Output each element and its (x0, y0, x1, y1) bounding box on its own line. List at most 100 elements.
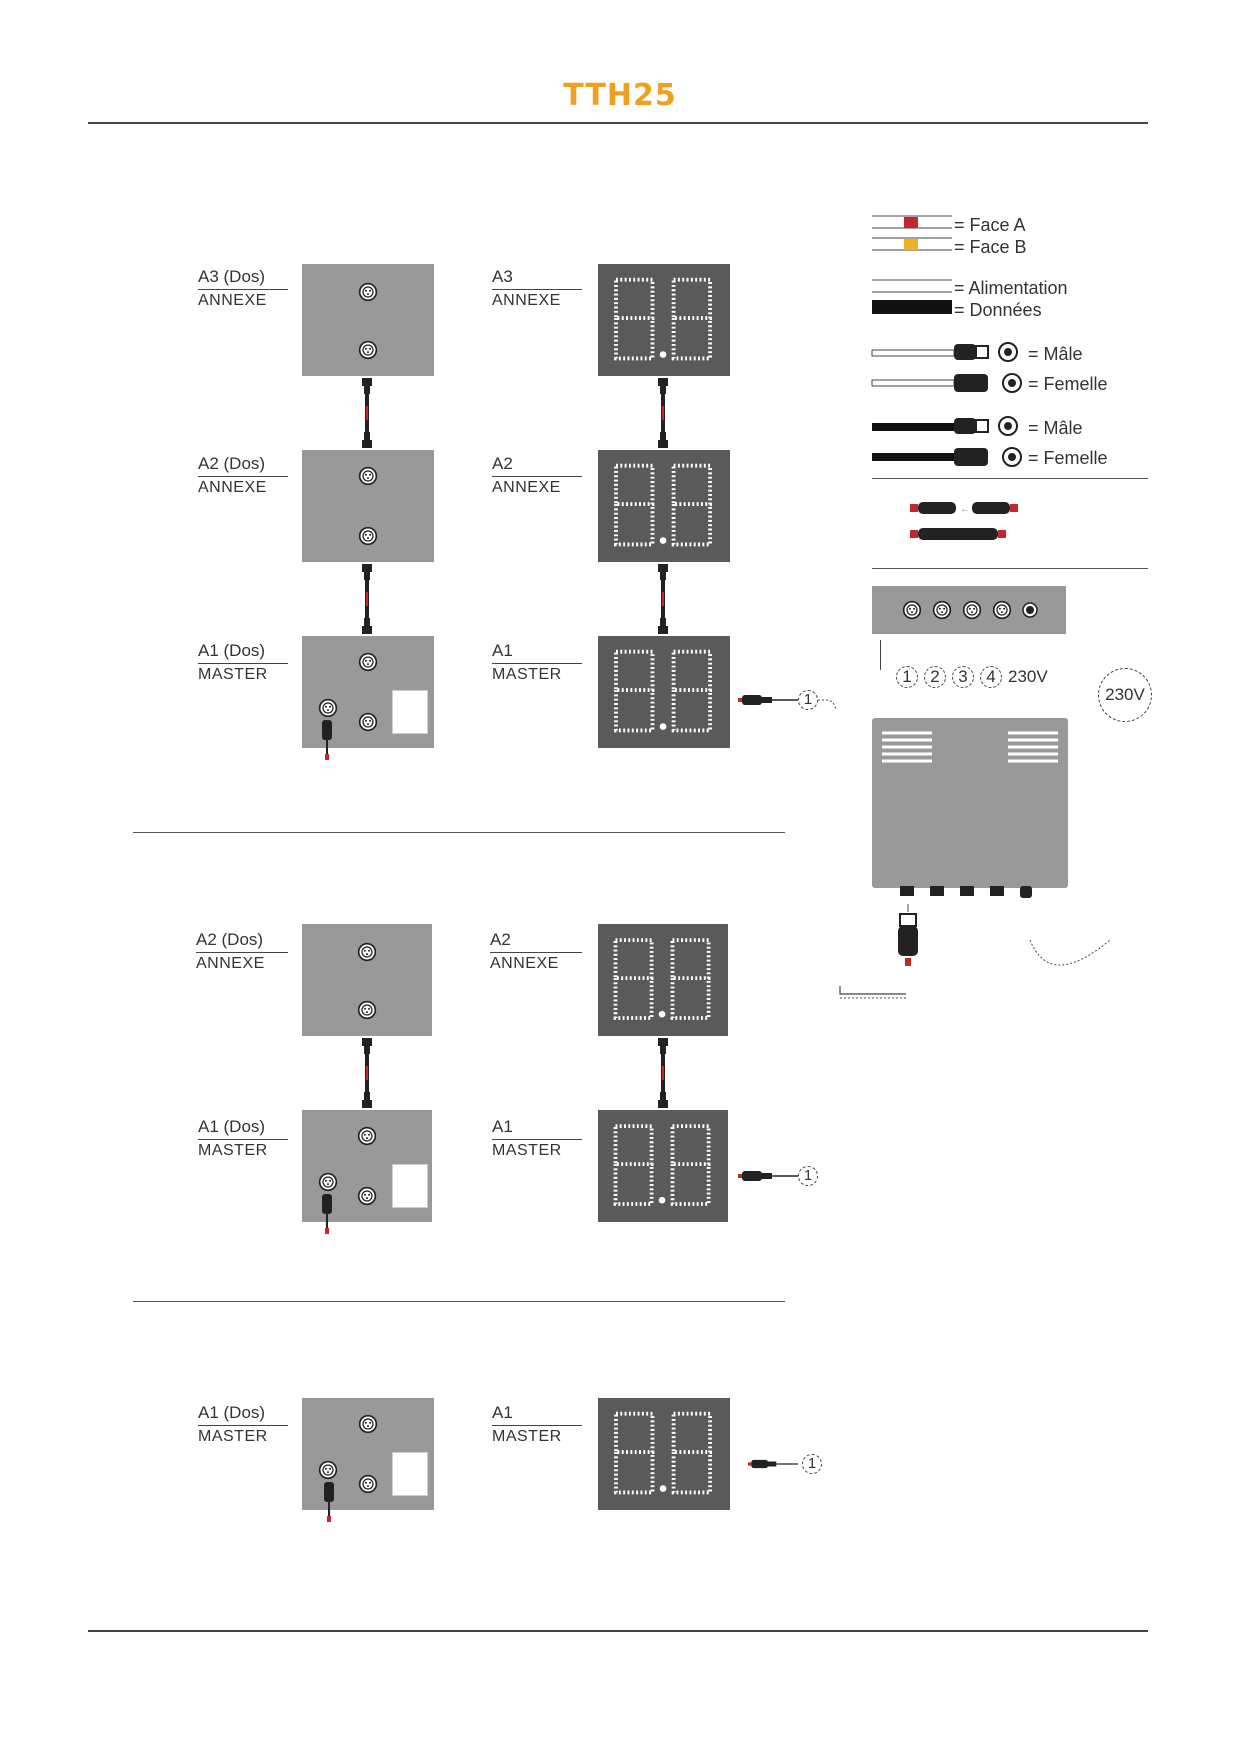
label-a1-front: A1 MASTER (492, 1403, 582, 1447)
port-number-badge: 1 (802, 1454, 822, 1474)
label-a1-front: A1 MASTER (492, 1117, 582, 1161)
label-a2-back: A2 (Dos) ANNEXE (196, 930, 288, 974)
label-a3-back-name: A3 (Dos) (198, 267, 288, 290)
cable-icon (360, 562, 374, 636)
legend-divider (872, 478, 1148, 479)
panel-a1-back (302, 1110, 432, 1222)
connector-icon (358, 340, 378, 360)
connector-icon (318, 1172, 338, 1192)
cable-icon (360, 376, 374, 450)
footer-rule (88, 1630, 1148, 1632)
connector-icon (992, 600, 1012, 620)
seven-segment-digits (606, 932, 720, 1028)
legend-femelle-power: = Femelle (1028, 374, 1108, 394)
panel-a3-back (302, 264, 434, 376)
panel-a3-front (598, 264, 730, 376)
legend-face-b: = Face B (954, 237, 1027, 257)
label-a1-front-name: A1 (492, 1403, 582, 1426)
label-a1-back-role: MASTER (198, 1142, 268, 1159)
power-plug-icon (324, 1482, 334, 1522)
seven-segment-digits (606, 1406, 722, 1502)
legend-alimentation: = Alimentation (954, 278, 1068, 298)
connector-icon (318, 1460, 338, 1480)
connector-icon (358, 652, 378, 672)
svg-text:←: ← (960, 504, 970, 515)
power-plate (392, 1452, 428, 1496)
label-a2-front-name: A2 (490, 930, 582, 953)
seven-segment-digits (606, 458, 722, 554)
connector-icon (358, 282, 378, 302)
panel-a1-front (598, 1110, 728, 1222)
panel-a2-front (598, 924, 728, 1036)
connector-icon (357, 942, 377, 962)
data-plug-icon (738, 692, 798, 708)
panel-a2-back (302, 924, 432, 1036)
vent-grille-icon (1008, 731, 1058, 763)
wall-bracket-icon (839, 986, 906, 999)
legend-divider (872, 568, 1148, 569)
label-a1-back: A1 (Dos) MASTER (198, 1117, 288, 1161)
data-plug-icon (748, 1456, 798, 1472)
panel-a1-front (598, 1398, 730, 1510)
label-a1-back-name: A1 (Dos) (198, 641, 288, 664)
connector-icon (932, 600, 952, 620)
label-a2-back-name: A2 (Dos) (198, 454, 288, 477)
label-a2-back-role: ANNEXE (196, 955, 265, 972)
controller-bottom-ports-icon (900, 886, 1032, 898)
label-a3-back: A3 (Dos) ANNEXE (198, 267, 288, 311)
controller-box (872, 718, 1068, 888)
port-label-1: 1 (896, 666, 918, 688)
port-label-3: 3 (952, 666, 974, 688)
label-a1-front: A1 MASTER (492, 641, 582, 685)
seven-segment-digits (606, 272, 722, 368)
seven-segment-digits (606, 1118, 720, 1214)
label-a2-front-role: ANNEXE (490, 955, 559, 972)
label-a2-back-name: A2 (Dos) (196, 930, 288, 953)
label-a2-front: A2 ANNEXE (492, 454, 582, 498)
header-rule (88, 122, 1148, 124)
power-plug-icon (322, 720, 332, 760)
label-a1-back-name: A1 (Dos) (198, 1117, 288, 1140)
controller-top-view (872, 586, 1066, 634)
cable-icon (656, 562, 670, 636)
legend-male-power: = Mâle (1028, 344, 1083, 364)
panel-a1-front (598, 636, 730, 748)
label-a2-front-role: ANNEXE (492, 479, 561, 496)
data-connectors-legend-icon (872, 416, 1022, 467)
connector-icon (357, 1126, 377, 1146)
data-plug-icon (738, 1168, 798, 1184)
cable-type-legend-icon (872, 279, 952, 314)
label-a3-front-role: ANNEXE (492, 292, 561, 309)
connector-icon (357, 1186, 377, 1206)
label-a1-back: A1 (Dos) MASTER (198, 641, 288, 685)
power-plate (392, 1164, 428, 1208)
label-a1-front-name: A1 (492, 641, 582, 664)
document-title: TTH25 (563, 78, 677, 113)
connector-icon (358, 1474, 378, 1494)
label-a1-back-role: MASTER (198, 666, 268, 683)
connection-illustration-icon: ← (910, 502, 1018, 540)
cable-curve-icon (818, 699, 837, 711)
power-plug-icon (322, 1194, 332, 1234)
panel-a2-back (302, 450, 434, 562)
cable-icon (656, 376, 670, 450)
bottom-plug-icon (898, 904, 918, 966)
cable-icon (360, 1036, 374, 1110)
connector-icon (358, 526, 378, 546)
port-number-badge: 1 (798, 690, 818, 710)
label-a1-front-role: MASTER (492, 666, 562, 683)
face-legend-icon (872, 215, 952, 251)
vent-grille-icon (882, 731, 932, 763)
power-connectors-legend-icon (871, 342, 1022, 393)
label-a1-front-name: A1 (492, 1117, 582, 1140)
label-a2-front: A2 ANNEXE (490, 930, 582, 974)
label-a1-front-role: MASTER (492, 1428, 562, 1445)
port-lead-lines (880, 640, 1081, 670)
label-a2-back-role: ANNEXE (198, 479, 267, 496)
label-a1-front-role: MASTER (492, 1142, 562, 1159)
label-a2-front-name: A2 (492, 454, 582, 477)
connector-icon (318, 698, 338, 718)
port-label-4: 4 (980, 666, 1002, 688)
label-a1-back: A1 (Dos) MASTER (198, 1403, 288, 1447)
